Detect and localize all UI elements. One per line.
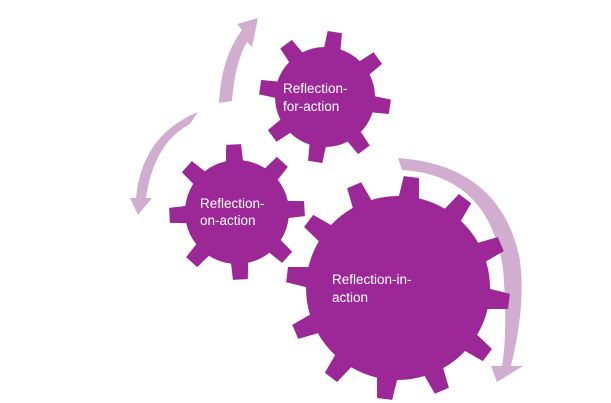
curved-arrow-top	[219, 18, 258, 103]
label-line: for-action	[283, 99, 339, 114]
gear-reflection-in-action	[286, 176, 510, 400]
label-line: action	[332, 290, 368, 305]
curved-arrow-left	[130, 112, 198, 215]
label-line: Reflection-	[283, 81, 348, 96]
label-line: Reflection-	[200, 196, 265, 211]
gears-layer	[169, 31, 510, 400]
arrows-layer	[130, 18, 523, 382]
curved-arrow-right	[398, 158, 523, 382]
label-line: Reflection-in-	[332, 272, 412, 287]
gear-reflection-for-action	[259, 31, 391, 163]
label-reflection-on-action: Reflection- on-action	[200, 195, 269, 228]
label-reflection-for-action: Reflection- for-action	[283, 80, 352, 114]
gear-reflection-on-action	[169, 144, 305, 280]
label-line: on-action	[200, 213, 256, 228]
label-reflection-in-action: Reflection-in- action	[332, 271, 416, 305]
